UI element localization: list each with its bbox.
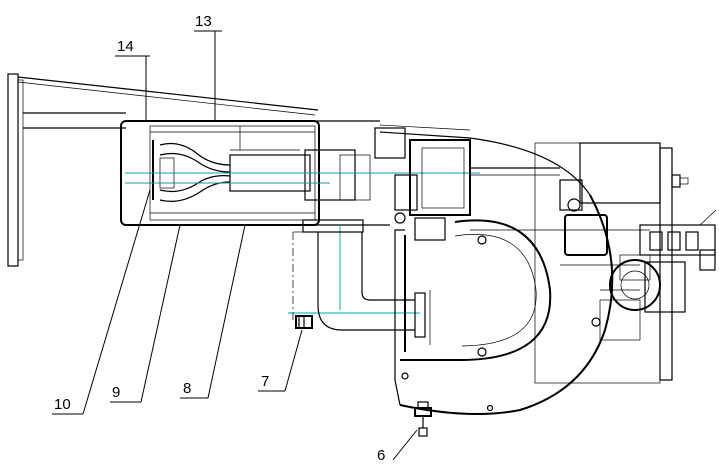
motor-housing: [470, 142, 689, 384]
callout-6: 6: [377, 447, 385, 464]
callout-14: 14: [117, 38, 134, 55]
callout-7: 7: [261, 373, 269, 390]
drain-plug: [414, 401, 432, 437]
gas-elbow-pipe: [292, 219, 431, 345]
combustion-head: [152, 140, 371, 202]
callout-9: 9: [112, 384, 120, 401]
pressure-test-point: [295, 315, 313, 329]
burner-axis: [125, 172, 480, 314]
callout-8: 8: [183, 380, 191, 397]
callout-10: 10: [54, 396, 71, 413]
mounting-plate: [7, 73, 24, 267]
slide-rails: [17, 76, 319, 129]
callout-labels: 13 14 10 9 8 7 6: [54, 13, 385, 464]
leader-lines: [52, 30, 418, 461]
air-damper-box: [374, 127, 560, 241]
gas-valve-train: [609, 209, 717, 313]
callout-13: 13: [195, 13, 212, 30]
